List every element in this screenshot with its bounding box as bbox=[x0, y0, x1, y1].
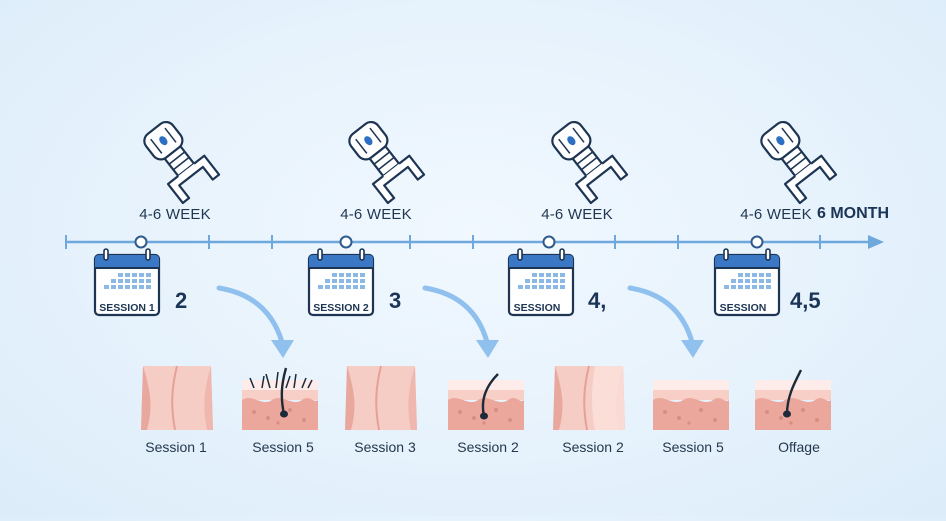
timeline-node bbox=[339, 235, 353, 249]
skin-surface-icon bbox=[344, 365, 418, 431]
week-label: 4-6 WEEK bbox=[139, 206, 211, 223]
week-label: 4-6 WEEK bbox=[740, 206, 812, 223]
laser-handpiece-icon bbox=[134, 113, 221, 205]
calendar-icon: SESSION bbox=[713, 247, 781, 317]
laser-handpiece-icon bbox=[542, 113, 629, 205]
calendar-icon: SESSION 1 bbox=[93, 247, 161, 317]
session-count: 4,5 bbox=[790, 288, 821, 313]
timeline-node bbox=[134, 235, 148, 249]
week-label: 4-6 WEEK bbox=[541, 206, 613, 223]
skin-caption: Session 2 bbox=[457, 439, 519, 455]
skin-follicle-icon bbox=[242, 367, 318, 430]
timeline-node bbox=[750, 235, 764, 249]
calendar-label: SESSION bbox=[720, 302, 767, 314]
skin-caption: Session 5 bbox=[662, 439, 724, 455]
curved-arrow-head bbox=[271, 340, 294, 358]
calendar-label: SESSION 1 bbox=[99, 302, 155, 314]
skin-surface-icon bbox=[140, 365, 214, 431]
calendar-label: SESSION bbox=[514, 302, 561, 314]
skin-surface-icon bbox=[653, 380, 729, 430]
calendar-icon: SESSION bbox=[507, 247, 575, 317]
skin-surface-icon bbox=[552, 365, 626, 431]
session-count: 4, bbox=[588, 288, 607, 313]
laser-handpiece-icon bbox=[751, 113, 838, 205]
curved-arrow-head bbox=[476, 340, 499, 358]
skin-caption: Session 2 bbox=[562, 439, 624, 455]
end-label: 6 MONTH bbox=[817, 205, 889, 222]
curved-arrow-icon bbox=[422, 285, 490, 345]
curved-arrow-icon bbox=[216, 285, 285, 345]
timeline-arrowhead bbox=[868, 235, 884, 249]
curved-arrow-icon bbox=[627, 285, 695, 345]
skin-caption: Offage bbox=[778, 439, 820, 455]
skin-follicle-icon bbox=[448, 373, 524, 430]
timeline-node bbox=[542, 235, 556, 249]
calendar-label: SESSION 2 bbox=[313, 302, 369, 314]
week-label: 4-6 WEEK bbox=[340, 206, 412, 223]
skin-caption: Session 1 bbox=[145, 439, 207, 455]
laser-handpiece-icon bbox=[339, 113, 426, 205]
calendar-icon: SESSION 2 bbox=[307, 247, 375, 317]
skin-caption: Session 5 bbox=[252, 439, 314, 455]
skin-caption: Session 3 bbox=[354, 439, 416, 455]
session-count: 3 bbox=[389, 288, 402, 313]
skin-follicle-icon bbox=[755, 369, 831, 430]
session-count: 2 bbox=[175, 288, 188, 313]
curved-arrow-head bbox=[681, 340, 704, 358]
timeline-ticks bbox=[65, 235, 821, 249]
